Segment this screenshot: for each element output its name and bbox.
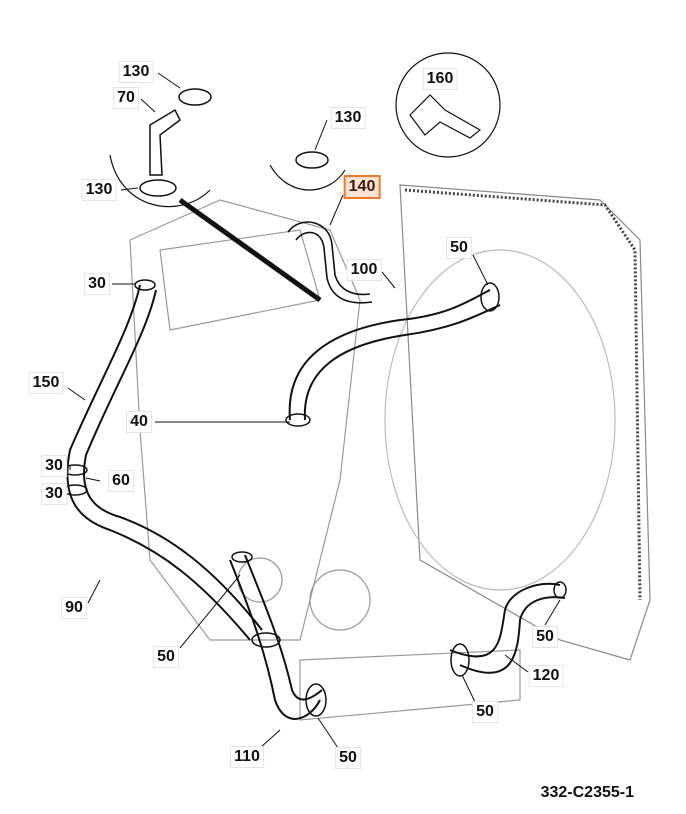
hose-150: [66, 284, 263, 641]
callout-30-clamp-mid[interactable]: 30: [41, 455, 67, 477]
callout-160-tie[interactable]: 160: [422, 68, 458, 90]
callout-130-clamp-left[interactable]: 130: [81, 179, 117, 201]
hose-clamps: [62, 88, 567, 717]
callout-50-clamp-left[interactable]: 50: [153, 646, 179, 668]
leader-lines: [67, 72, 561, 749]
callout-50-radiator-clamp[interactable]: 50: [446, 237, 472, 259]
callout-140-hose-highlighted[interactable]: 140: [343, 175, 381, 199]
callout-110-hose[interactable]: 110: [230, 746, 264, 768]
callout-30-clamp-lower[interactable]: 30: [41, 483, 67, 505]
hose-100: [288, 289, 501, 421]
callout-40-clamp[interactable]: 40: [126, 411, 152, 433]
callout-120-hose[interactable]: 120: [528, 665, 564, 687]
callout-30-clamp-upper[interactable]: 30: [84, 273, 110, 295]
hose-110: [229, 554, 323, 720]
callout-50-clamp-bottom-right[interactable]: 50: [472, 701, 498, 723]
callout-90-bracket[interactable]: 90: [61, 597, 87, 619]
callout-50-clamp-bottom[interactable]: 50: [335, 747, 361, 769]
callout-50-clamp-right[interactable]: 50: [532, 626, 558, 648]
engine-block-outline: [129, 199, 521, 721]
callout-70-pipe[interactable]: 70: [113, 87, 139, 109]
callout-130-clamp-right[interactable]: 130: [330, 107, 366, 129]
callout-150-hose[interactable]: 150: [28, 372, 64, 394]
detail-callout-circles: [109, 52, 501, 208]
hose-120: [449, 582, 566, 674]
callout-60-connector[interactable]: 60: [108, 470, 134, 492]
diagram-reference-number: 332-C2355-1: [540, 784, 634, 801]
radiator-outline: [384, 184, 651, 661]
pipe-70: [149, 108, 181, 176]
hose-140: [287, 221, 373, 304]
callout-100-hose[interactable]: 100: [346, 259, 382, 281]
callout-130-clamp-top[interactable]: 130: [118, 61, 154, 83]
